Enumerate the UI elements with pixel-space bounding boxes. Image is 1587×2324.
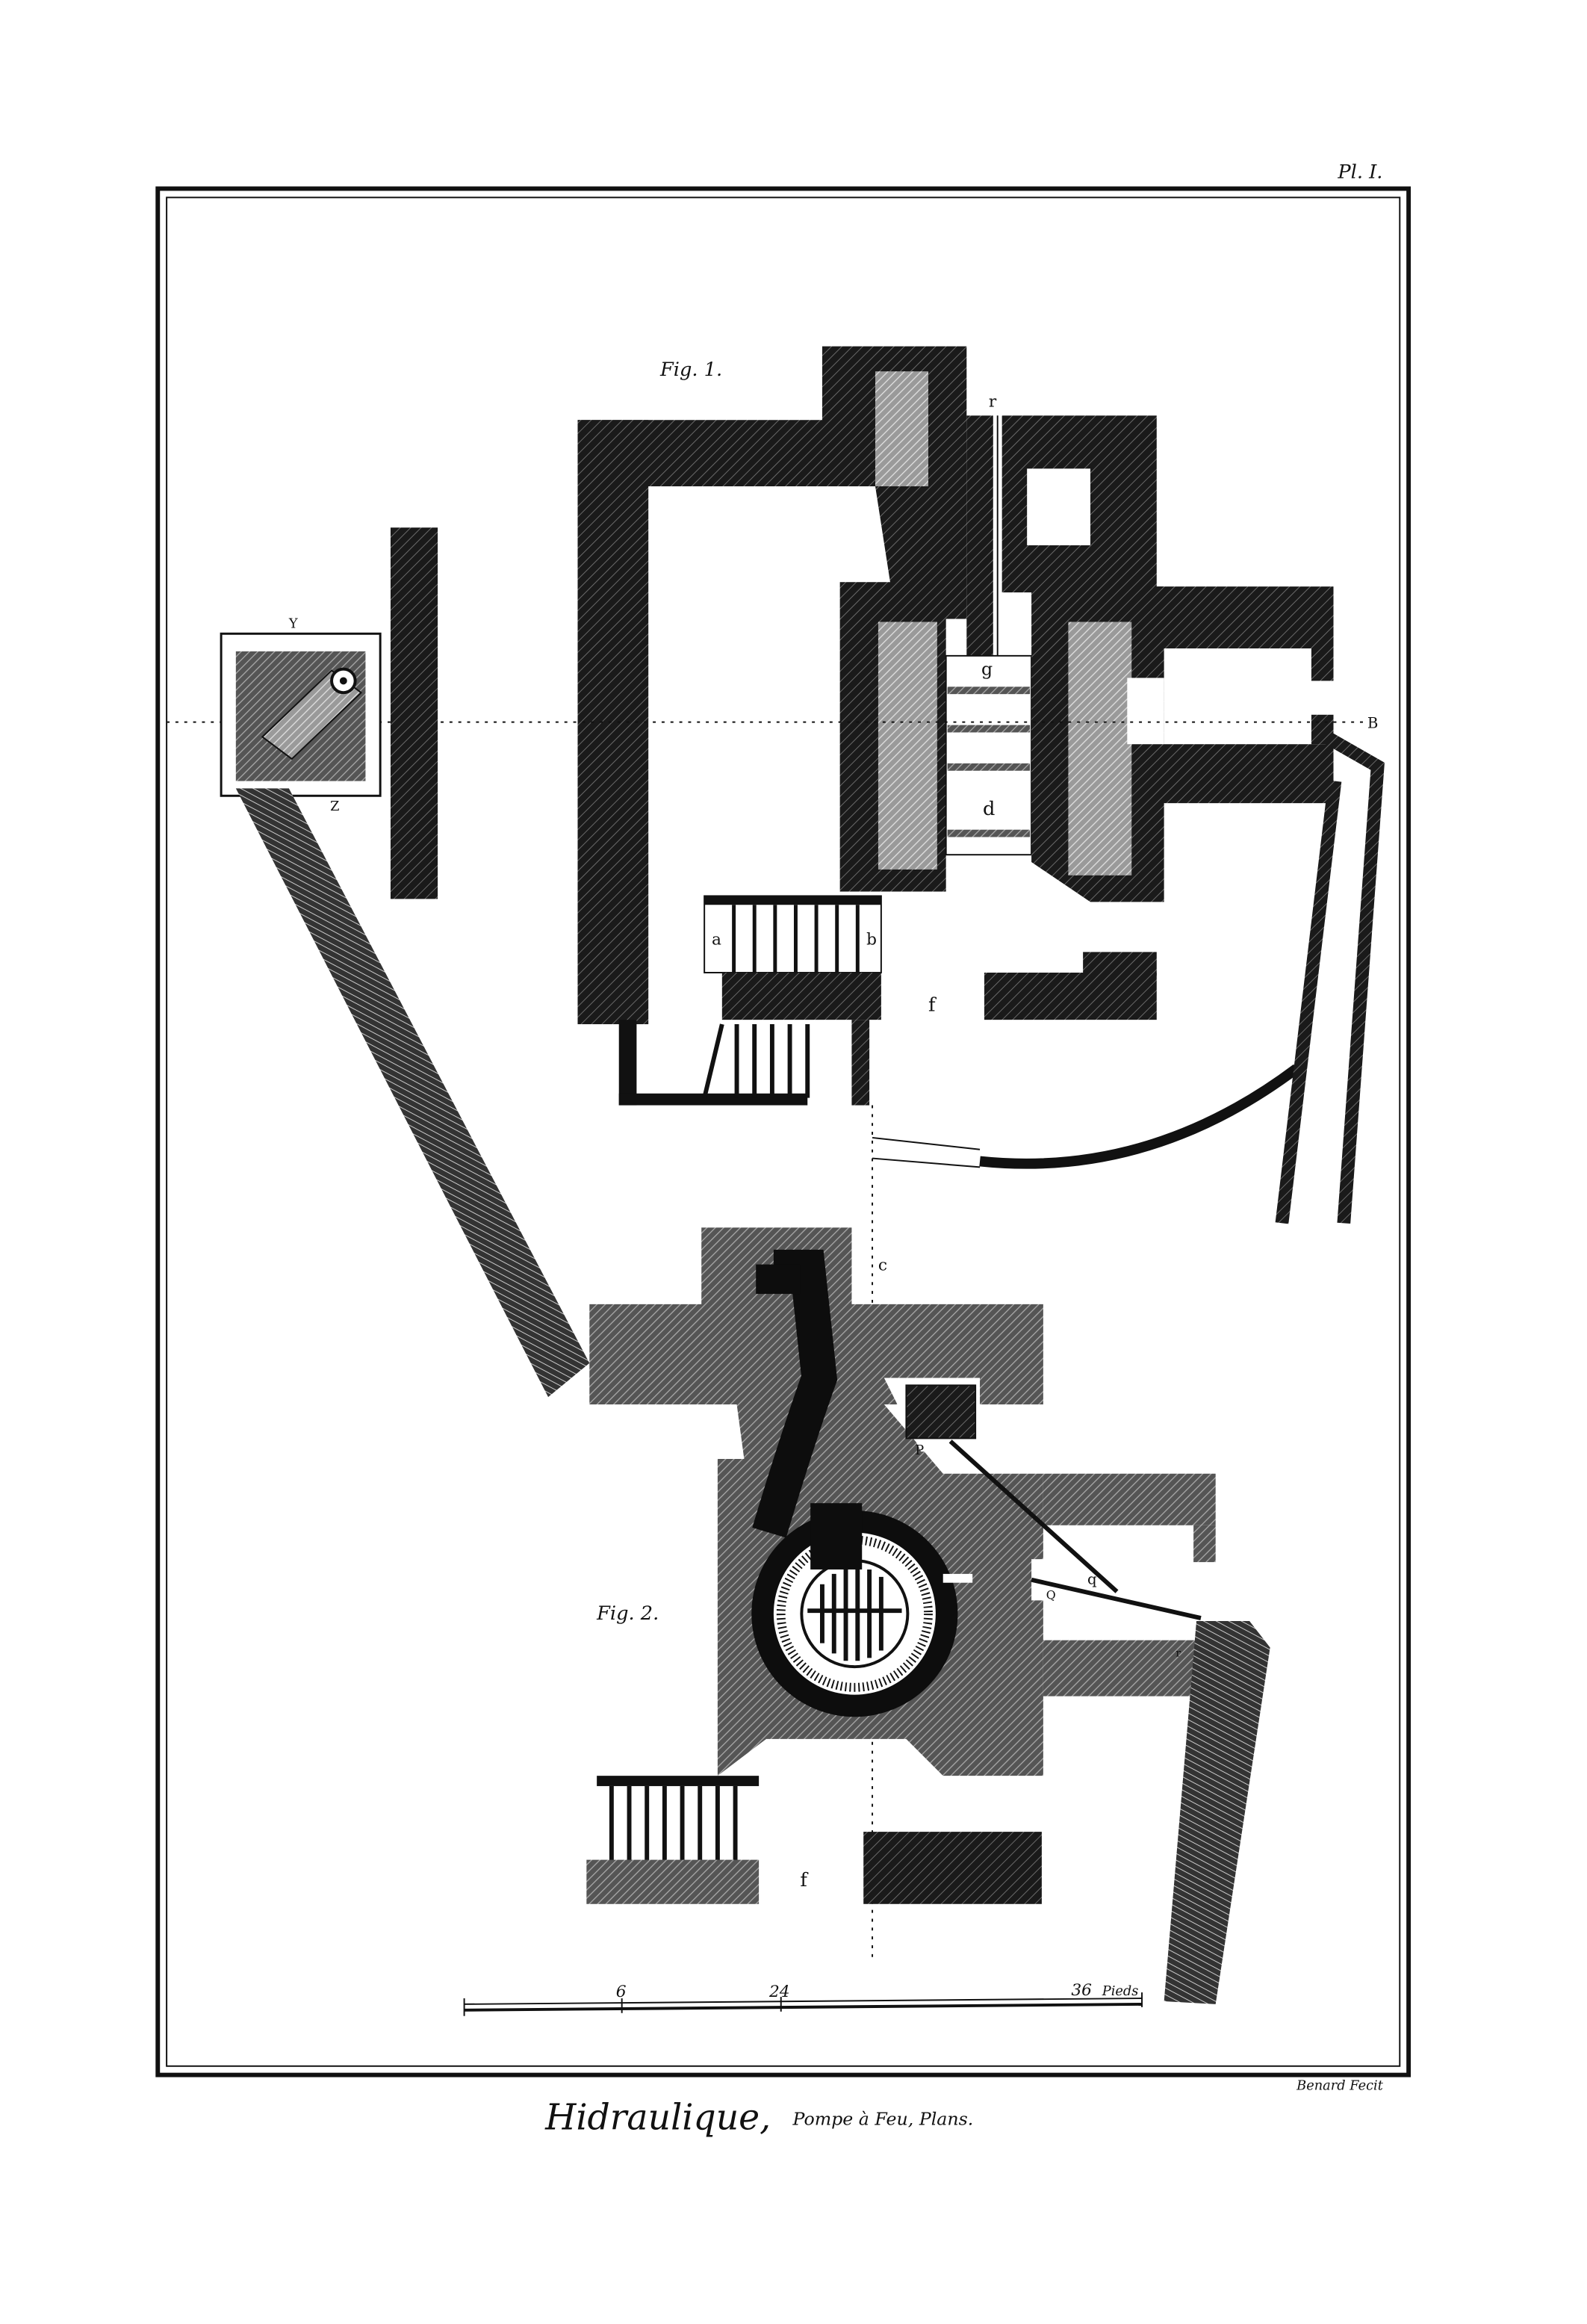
scale-bar: 6 24 36 Pieds — [463, 1981, 1143, 2016]
letter-d: d — [983, 798, 995, 820]
figure-2-label: Fig. 2. — [596, 1602, 659, 1625]
figure-2-plan: Fig. 2. c P q Q — [586, 1105, 1270, 2004]
letter-B: B — [1367, 715, 1379, 732]
retaining-wall — [390, 527, 438, 899]
scale-label-36: 36 — [1071, 1981, 1092, 2000]
scale-label-24: 24 — [768, 1983, 790, 2001]
letter-f-fig2: f — [800, 1869, 809, 1891]
plate-title: Hidraulique, — [544, 2098, 771, 2139]
letter-r-fig2: r — [1176, 1647, 1181, 1659]
plate-frame — [155, 186, 1411, 2077]
letter-Y: Y — [288, 616, 298, 631]
figure-1-plan: Fig. 1. r g d — [167, 346, 1385, 1224]
letter-a: a — [712, 931, 721, 949]
letter-Q: Q — [1046, 1587, 1056, 1602]
inclined-channel — [235, 788, 590, 1398]
letter-q: q — [1087, 1571, 1097, 1588]
letter-r: r — [989, 392, 997, 411]
scale-unit: Pieds — [1102, 1984, 1139, 1999]
engraver-signature: Benard Fecit — [1296, 2078, 1384, 2093]
plate-number: Pl. I. — [1337, 161, 1382, 184]
letter-b: b — [866, 931, 877, 949]
grate — [807, 1567, 902, 1661]
figure-1-label: Fig. 1. — [659, 359, 722, 381]
letter-f: f — [928, 994, 937, 1016]
plate-subtitle: Pompe à Feu, Plans. — [792, 2109, 974, 2130]
cistern-detail: Y Z — [220, 527, 590, 1398]
letter-g: g — [981, 659, 993, 680]
letter-P: P — [915, 1443, 924, 1458]
letter-Z: Z — [330, 799, 339, 814]
scale-label-6: 6 — [616, 1983, 627, 2001]
letter-c: c — [878, 1256, 887, 1274]
